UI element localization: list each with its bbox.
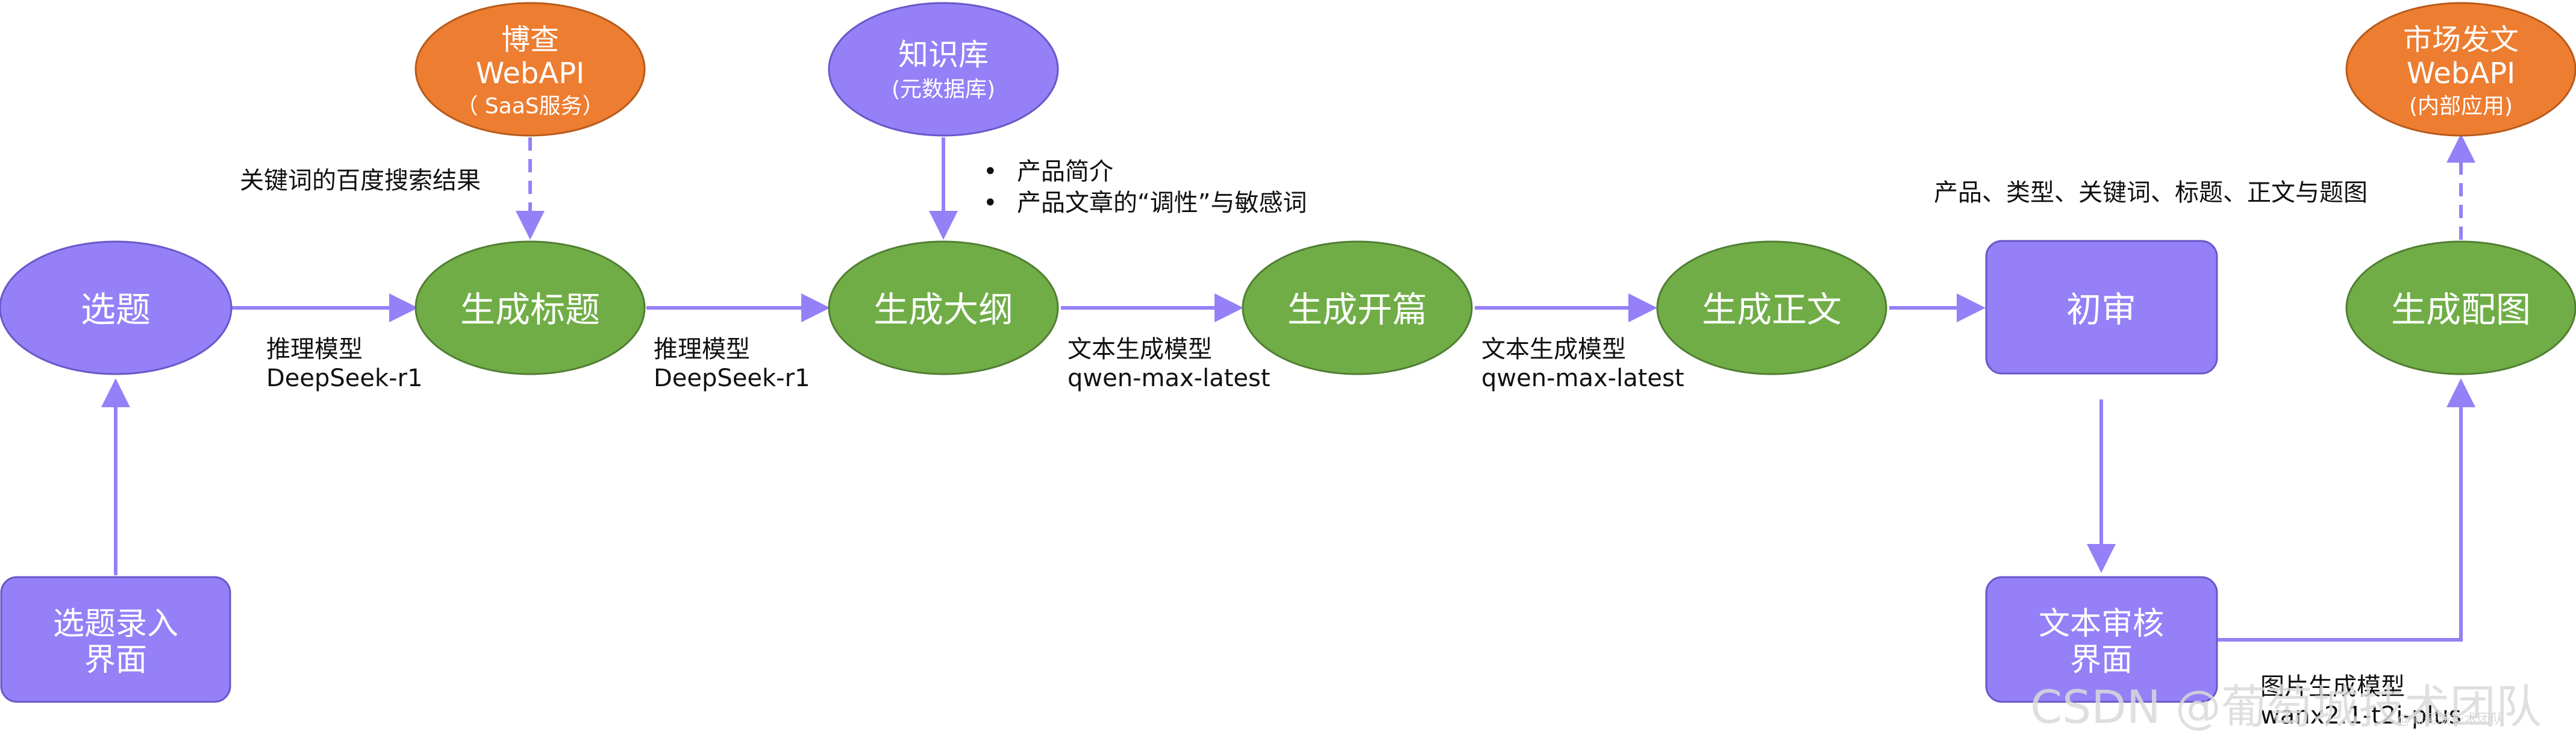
node-gen-title: 生成标题: [414, 240, 646, 375]
model-2-type: 推理模型: [654, 336, 750, 363]
market-api-line1: 市场发文: [2403, 23, 2519, 57]
model-label-5: 图片生成模型 wanx2.1-t2i-plus: [2260, 673, 2462, 730]
node-topic: 选题: [0, 240, 233, 375]
gen-opening-shape: [1242, 240, 1473, 375]
text-review-line2: 界面: [2070, 642, 2133, 678]
knowledge-base-line1: 知识库: [898, 37, 989, 72]
first-review-label: 初审: [2066, 289, 2136, 330]
model-4-name: qwen-max-latest: [1481, 364, 1684, 392]
watermark-small: @葡萄城技术团队: [2398, 712, 2504, 727]
model-1-name: DeepSeek-r1: [266, 364, 423, 392]
topic-entry-line2: 界面: [84, 642, 147, 678]
knowledge-base-line2: (元数据库): [892, 77, 995, 102]
keyword-search-label: 关键词的百度搜索结果: [240, 167, 481, 195]
topic-entry-shape: [0, 576, 231, 703]
gen-outline-shape: [828, 240, 1059, 375]
node-market-api: 市场发文 WebAPI (内部应用): [2345, 2, 2576, 137]
model-label-4: 文本生成模型 qwen-max-latest: [1481, 336, 1684, 392]
node-text-review: 文本审核 界面: [1985, 576, 2218, 703]
watermark-main: CSDN @葡萄城技术团队: [2030, 680, 2542, 734]
node-knowledge-base: 知识库 (元数据库): [828, 2, 1059, 137]
market-api-line2: WebAPI: [2407, 57, 2516, 90]
kb-bullet-list: • 产品简介 • 产品文章的“调性”与敏感词: [983, 158, 1307, 217]
bocha-api-line3: （ SaaS服务）: [456, 94, 604, 119]
gen-image-shape: [2345, 240, 2576, 375]
gen-outline-label: 生成大纲: [874, 289, 1013, 330]
node-first-review: 初审: [1985, 240, 2218, 375]
node-gen-body: 生成正文: [1656, 240, 1887, 375]
bocha-api-shape: [414, 2, 646, 137]
text-review-shape: [1985, 576, 2218, 703]
model-3-name: qwen-max-latest: [1068, 364, 1271, 392]
arrow-textreview-to-image: [2217, 378, 2475, 642]
review-items-label: 产品、类型、关键词、标题、正文与题图: [1934, 179, 2368, 207]
model-label-1: 推理模型 DeepSeek-r1: [266, 336, 423, 392]
text-review-line1: 文本审核: [2039, 606, 2164, 642]
gen-body-label: 生成正文: [1702, 289, 1842, 330]
bocha-api-line2: WebAPI: [476, 57, 585, 90]
bocha-api-line1: 博查: [501, 23, 559, 57]
gen-image-label: 生成配图: [2391, 289, 2531, 330]
gen-title-label: 生成标题: [460, 289, 600, 330]
knowledge-base-shape: [828, 2, 1059, 137]
kb-bullet-dot-2: •: [983, 189, 998, 217]
node-gen-opening: 生成开篇: [1242, 240, 1473, 375]
kb-bullet-1: 产品简介: [1017, 158, 1113, 186]
topic-shape: [0, 240, 233, 375]
model-2-name: DeepSeek-r1: [654, 364, 810, 392]
kb-bullet-dot-1: •: [983, 158, 998, 186]
model-4-type: 文本生成模型: [1481, 336, 1626, 363]
node-bocha-api: 博查 WebAPI （ SaaS服务）: [414, 2, 646, 137]
market-api-shape: [2345, 2, 2576, 137]
gen-opening-label: 生成开篇: [1287, 289, 1427, 330]
connectors: [101, 134, 2475, 642]
first-review-shape: [1985, 240, 2218, 375]
topic-entry-line1: 选题录入: [53, 606, 178, 642]
model-1-type: 推理模型: [266, 336, 363, 363]
model-label-2: 推理模型 DeepSeek-r1: [654, 336, 810, 392]
model-label-3: 文本生成模型 qwen-max-latest: [1068, 336, 1271, 392]
market-api-line3: (内部应用): [2409, 94, 2513, 119]
model-3-type: 文本生成模型: [1068, 336, 1212, 363]
gen-body-shape: [1656, 240, 1887, 375]
node-gen-image: 生成配图: [2345, 240, 2576, 375]
kb-bullet-2: 产品文章的“调性”与敏感词: [1017, 189, 1307, 217]
model-5-name: wanx2.1-t2i-plus: [2260, 702, 2462, 730]
node-gen-outline: 生成大纲: [828, 240, 1059, 375]
gen-title-shape: [414, 240, 646, 375]
model-5-type: 图片生成模型: [2260, 673, 2405, 701]
topic-label: 选题: [81, 289, 151, 330]
node-topic-entry: 选题录入 界面: [0, 576, 231, 703]
